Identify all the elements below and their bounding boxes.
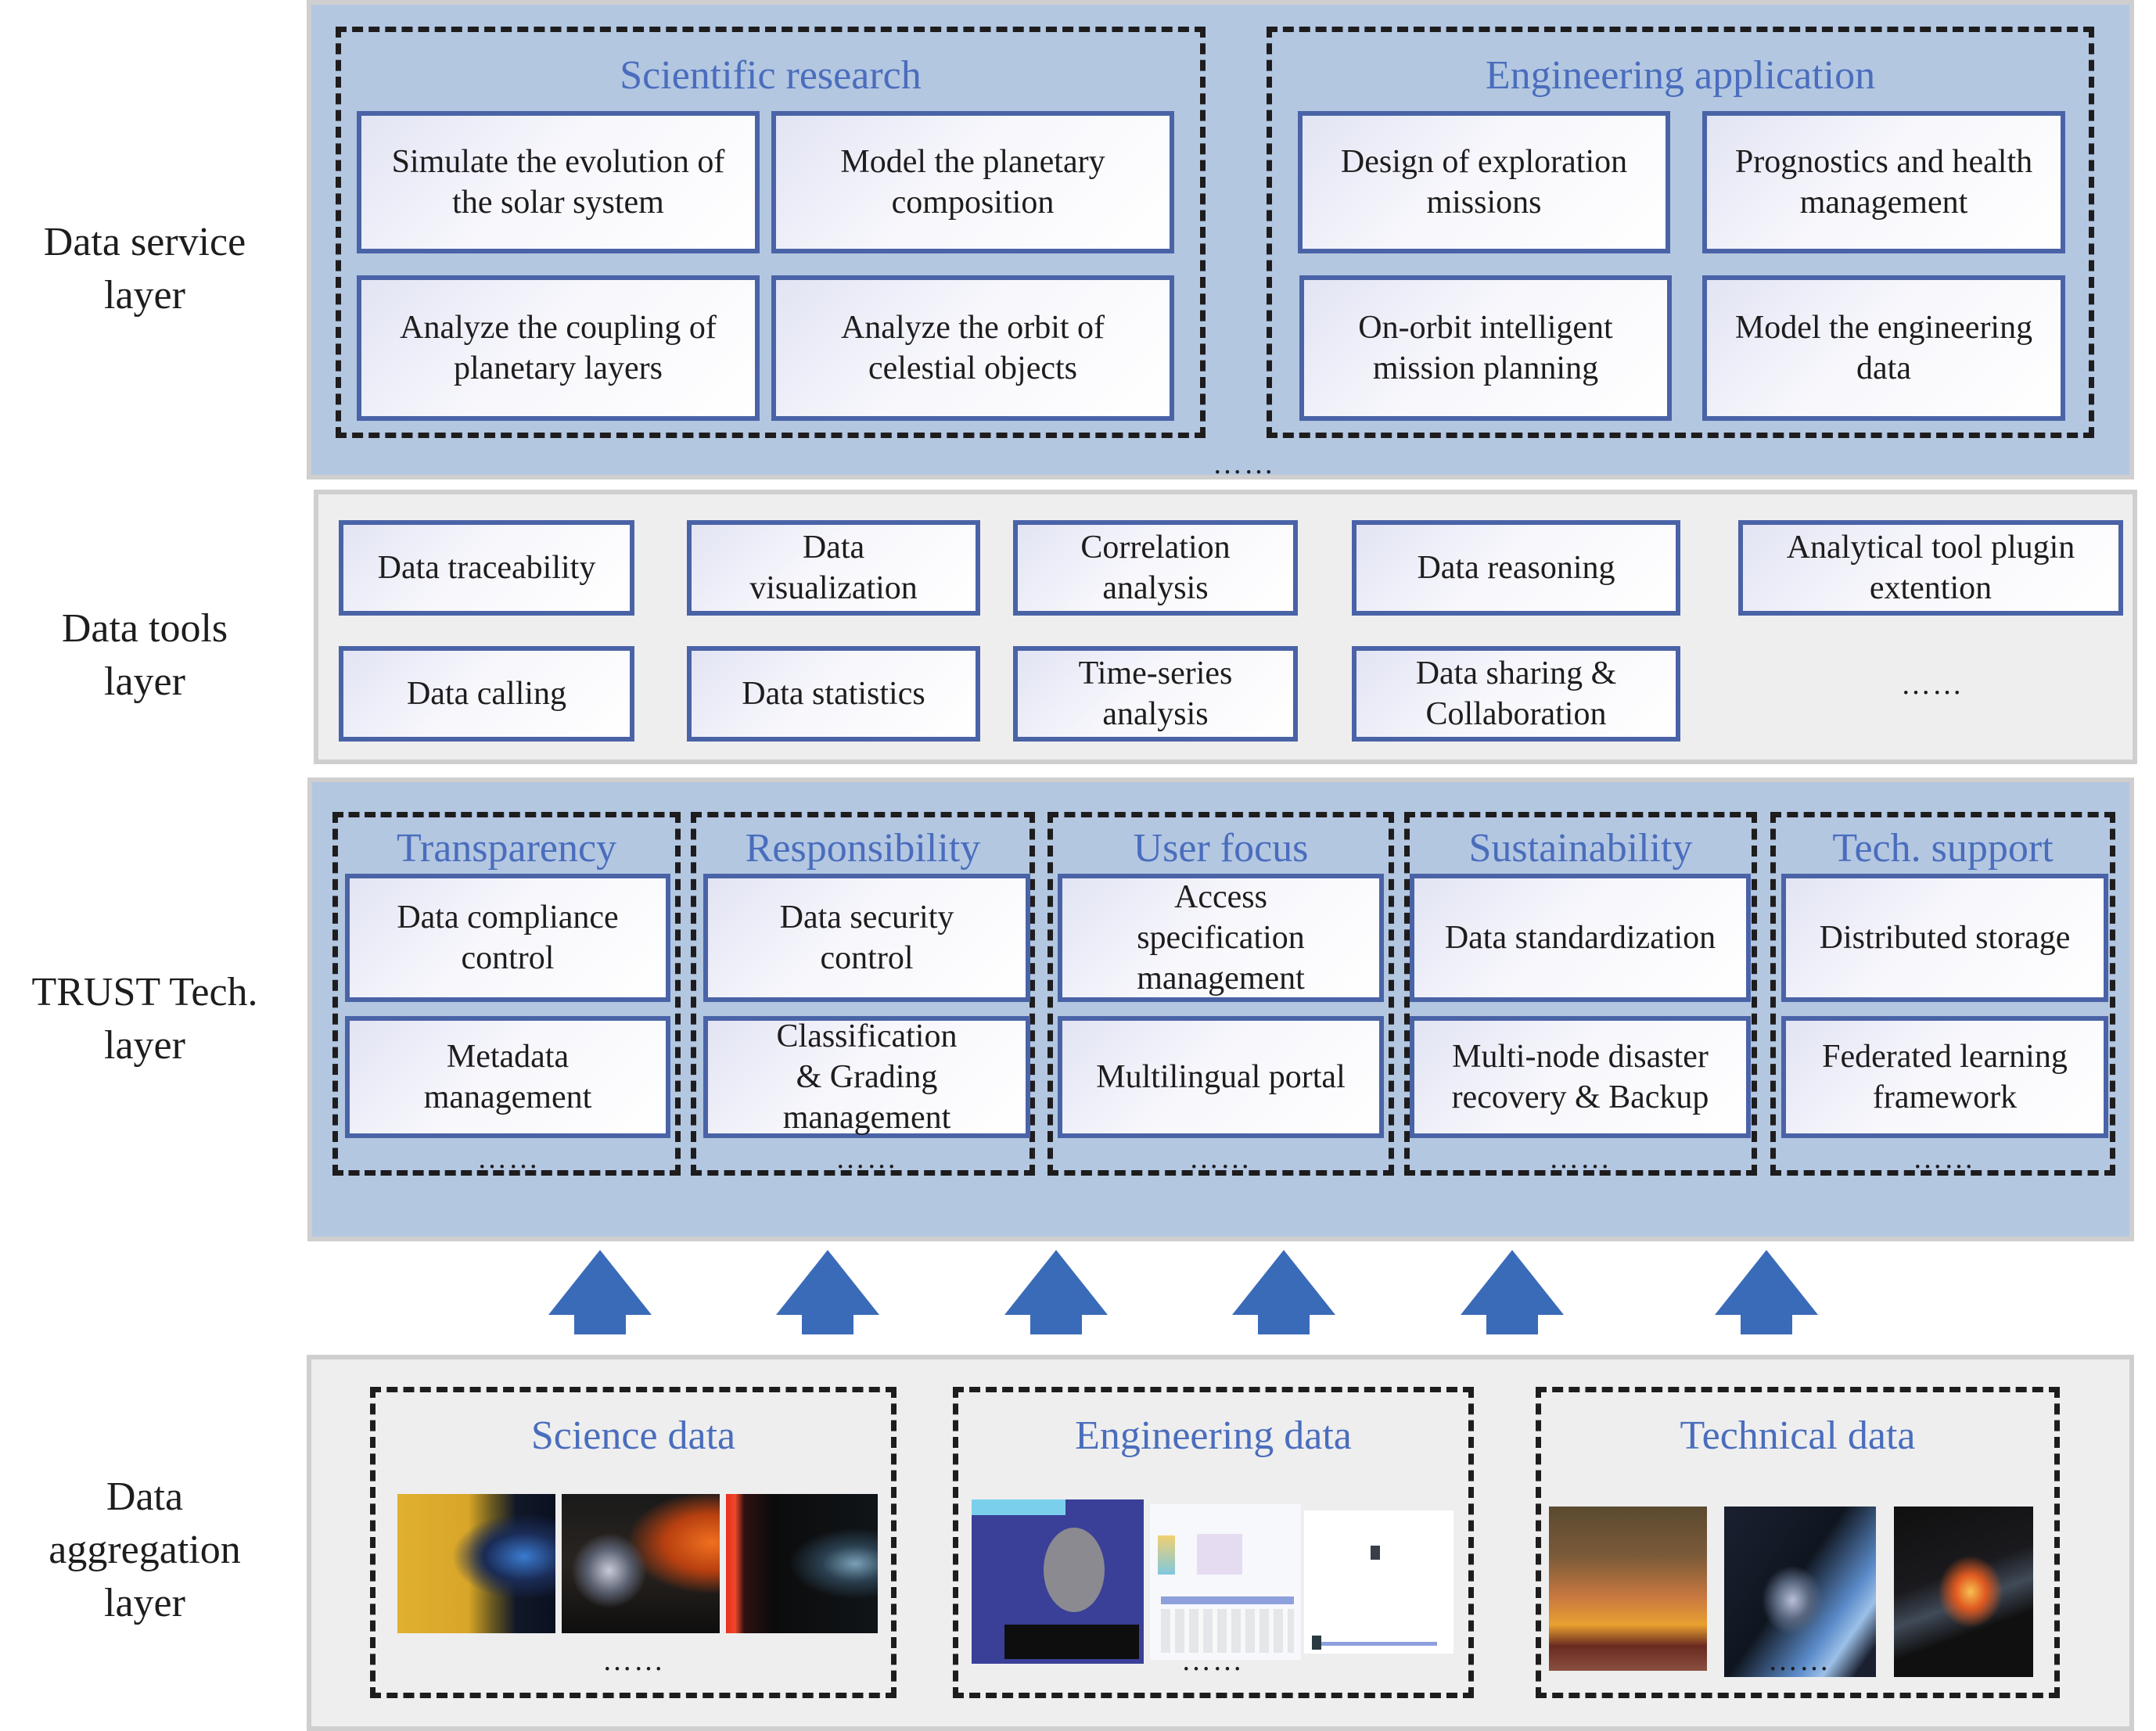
service-box-analyze-coupling[interactable]: Analyze the coupling of planetary layers bbox=[357, 275, 760, 421]
service-box-on-orbit-planning[interactable]: On-orbit intelligent mission planning bbox=[1299, 275, 1672, 421]
tool-box-data-sharing[interactable]: Data sharing & Collaboration bbox=[1352, 646, 1680, 742]
up-arrow-icon bbox=[1232, 1250, 1335, 1334]
dashboard-chart bbox=[1197, 1534, 1242, 1575]
layer-label-data-aggregation: Data aggregation layer bbox=[49, 1474, 241, 1625]
service-box-simulate-solar-system[interactable]: Simulate the evolution of the solar syst… bbox=[357, 111, 760, 253]
trust-box-disaster-recovery[interactable]: Multi-node disaster recovery & Backup bbox=[1410, 1016, 1751, 1138]
scientific-research-group: Scientific research bbox=[336, 27, 1206, 438]
probe-image bbox=[726, 1494, 878, 1633]
trust-box-data-standardization[interactable]: Data standardization bbox=[1410, 874, 1751, 1002]
trust-box-distributed-storage[interactable]: Distributed storage bbox=[1781, 874, 2108, 1002]
up-arrow-icon bbox=[1715, 1250, 1818, 1334]
tool-box-correlation-analysis[interactable]: Correlation analysis bbox=[1013, 520, 1298, 616]
trust-box-data-security[interactable]: Data security control bbox=[703, 874, 1030, 1002]
console-globe bbox=[1044, 1528, 1105, 1612]
trust-column-responsibility: Responsibility bbox=[691, 812, 1035, 1176]
tool-box-time-series-analysis[interactable]: Time-series analysis bbox=[1013, 646, 1298, 742]
trust-tech-panel bbox=[307, 778, 2134, 1241]
group-title-engineering-application: Engineering application bbox=[1485, 53, 1876, 98]
tool-box-data-statistics[interactable]: Data statistics bbox=[687, 646, 980, 742]
control-console-screenshot bbox=[972, 1499, 1144, 1664]
network-diagram-screenshot bbox=[1304, 1510, 1454, 1654]
console-terminal bbox=[1004, 1625, 1139, 1659]
service-box-analyze-orbit[interactable]: Analyze the orbit of celestial objects bbox=[771, 275, 1174, 421]
trust-title-responsibility: Responsibility bbox=[745, 826, 981, 871]
solar-image bbox=[397, 1494, 555, 1633]
trust-title-user-focus: User focus bbox=[1133, 826, 1309, 871]
layer-label-data-tools: Data tools layer bbox=[61, 606, 228, 704]
group-title-scientific-research: Scientific research bbox=[620, 53, 922, 98]
dashboard-screenshot bbox=[1150, 1504, 1301, 1660]
service-box-model-engineering-data[interactable]: Model the engineering data bbox=[1702, 275, 2065, 421]
trust-box-metadata-management[interactable]: Metadata management bbox=[345, 1016, 670, 1138]
trust-title-transparency: Transparency bbox=[396, 826, 617, 871]
trust-box-classification-grading[interactable]: Classification & Grading management bbox=[703, 1016, 1030, 1138]
trust-column-user-focus: User focus bbox=[1047, 812, 1394, 1176]
layer-label-data-service: Data service layer bbox=[43, 220, 246, 318]
service-box-model-planetary-composition[interactable]: Model the planetary composition bbox=[771, 111, 1174, 253]
up-arrow-icon bbox=[1461, 1250, 1564, 1334]
engineering-application-group: Engineering application bbox=[1267, 27, 2094, 438]
service-more-ellipsis: …… bbox=[1213, 447, 1275, 480]
network-node bbox=[1312, 1636, 1321, 1650]
trust-box-federated-learning[interactable]: Federated learning framework bbox=[1781, 1016, 2108, 1138]
science-data-group: Science data bbox=[370, 1387, 897, 1698]
group-title-engineering-data: Engineering data bbox=[1075, 1413, 1352, 1458]
trust-title-tech-support: Tech. support bbox=[1832, 826, 2054, 871]
rocket-plume-image bbox=[1894, 1507, 2033, 1677]
launch-site-image bbox=[1549, 1507, 1707, 1671]
dashboard-pie bbox=[1158, 1535, 1175, 1575]
group-title-technical-data: Technical data bbox=[1680, 1413, 1916, 1458]
trust-column-transparency: Transparency bbox=[332, 812, 681, 1176]
engineering-more-ellipsis: …… bbox=[1181, 1644, 1244, 1677]
engineering-data-group: Engineering data bbox=[953, 1387, 1474, 1698]
network-node bbox=[1371, 1546, 1380, 1560]
dashboard-table-header bbox=[1161, 1596, 1294, 1604]
service-box-prognostics-health[interactable]: Prognostics and health management bbox=[1702, 111, 2065, 253]
tool-box-analytical-plugin[interactable]: Analytical tool plugin extention bbox=[1738, 520, 2123, 616]
console-header-bar bbox=[972, 1499, 1065, 1515]
tool-box-data-visualization[interactable]: Data visualization bbox=[687, 520, 980, 616]
science-more-ellipsis: …… bbox=[602, 1644, 665, 1677]
trust-column-tech-support: Tech. support bbox=[1770, 812, 2115, 1176]
service-box-design-exploration-missions[interactable]: Design of exploration missions bbox=[1298, 111, 1670, 253]
spacecraft-image bbox=[1724, 1507, 1876, 1677]
up-arrow-icon bbox=[776, 1250, 879, 1334]
up-arrow-icon bbox=[548, 1250, 652, 1334]
trust-more-tech-support: …… bbox=[1913, 1142, 1975, 1175]
trust-column-sustainability: Sustainability bbox=[1404, 812, 1757, 1176]
trust-box-access-specification[interactable]: Access specification management bbox=[1058, 874, 1384, 1002]
tool-box-data-traceability[interactable]: Data traceability bbox=[339, 520, 634, 616]
tool-box-data-calling[interactable]: Data calling bbox=[339, 646, 634, 742]
tool-box-data-reasoning[interactable]: Data reasoning bbox=[1352, 520, 1680, 616]
dashboard-table bbox=[1161, 1609, 1294, 1653]
trust-more-responsibility: …… bbox=[835, 1142, 898, 1175]
planets-image bbox=[562, 1494, 720, 1633]
technical-more-ellipsis: …… bbox=[1768, 1644, 1831, 1677]
trust-more-transparency: …… bbox=[477, 1142, 540, 1175]
technical-data-group: Technical data bbox=[1536, 1387, 2060, 1698]
trust-box-multilingual-portal[interactable]: Multilingual portal bbox=[1058, 1016, 1384, 1138]
trust-title-sustainability: Sustainability bbox=[1468, 826, 1693, 871]
layer-label-trust-tech: TRUST Tech. layer bbox=[31, 970, 258, 1068]
trust-box-data-compliance[interactable]: Data compliance control bbox=[345, 874, 670, 1002]
trust-more-sustainability: …… bbox=[1549, 1142, 1612, 1175]
network-link bbox=[1320, 1642, 1437, 1646]
tools-more-ellipsis: …… bbox=[1901, 668, 1964, 701]
up-arrow-icon bbox=[1004, 1250, 1108, 1334]
group-title-science-data: Science data bbox=[530, 1413, 736, 1458]
trust-more-user-focus: …… bbox=[1189, 1142, 1252, 1175]
